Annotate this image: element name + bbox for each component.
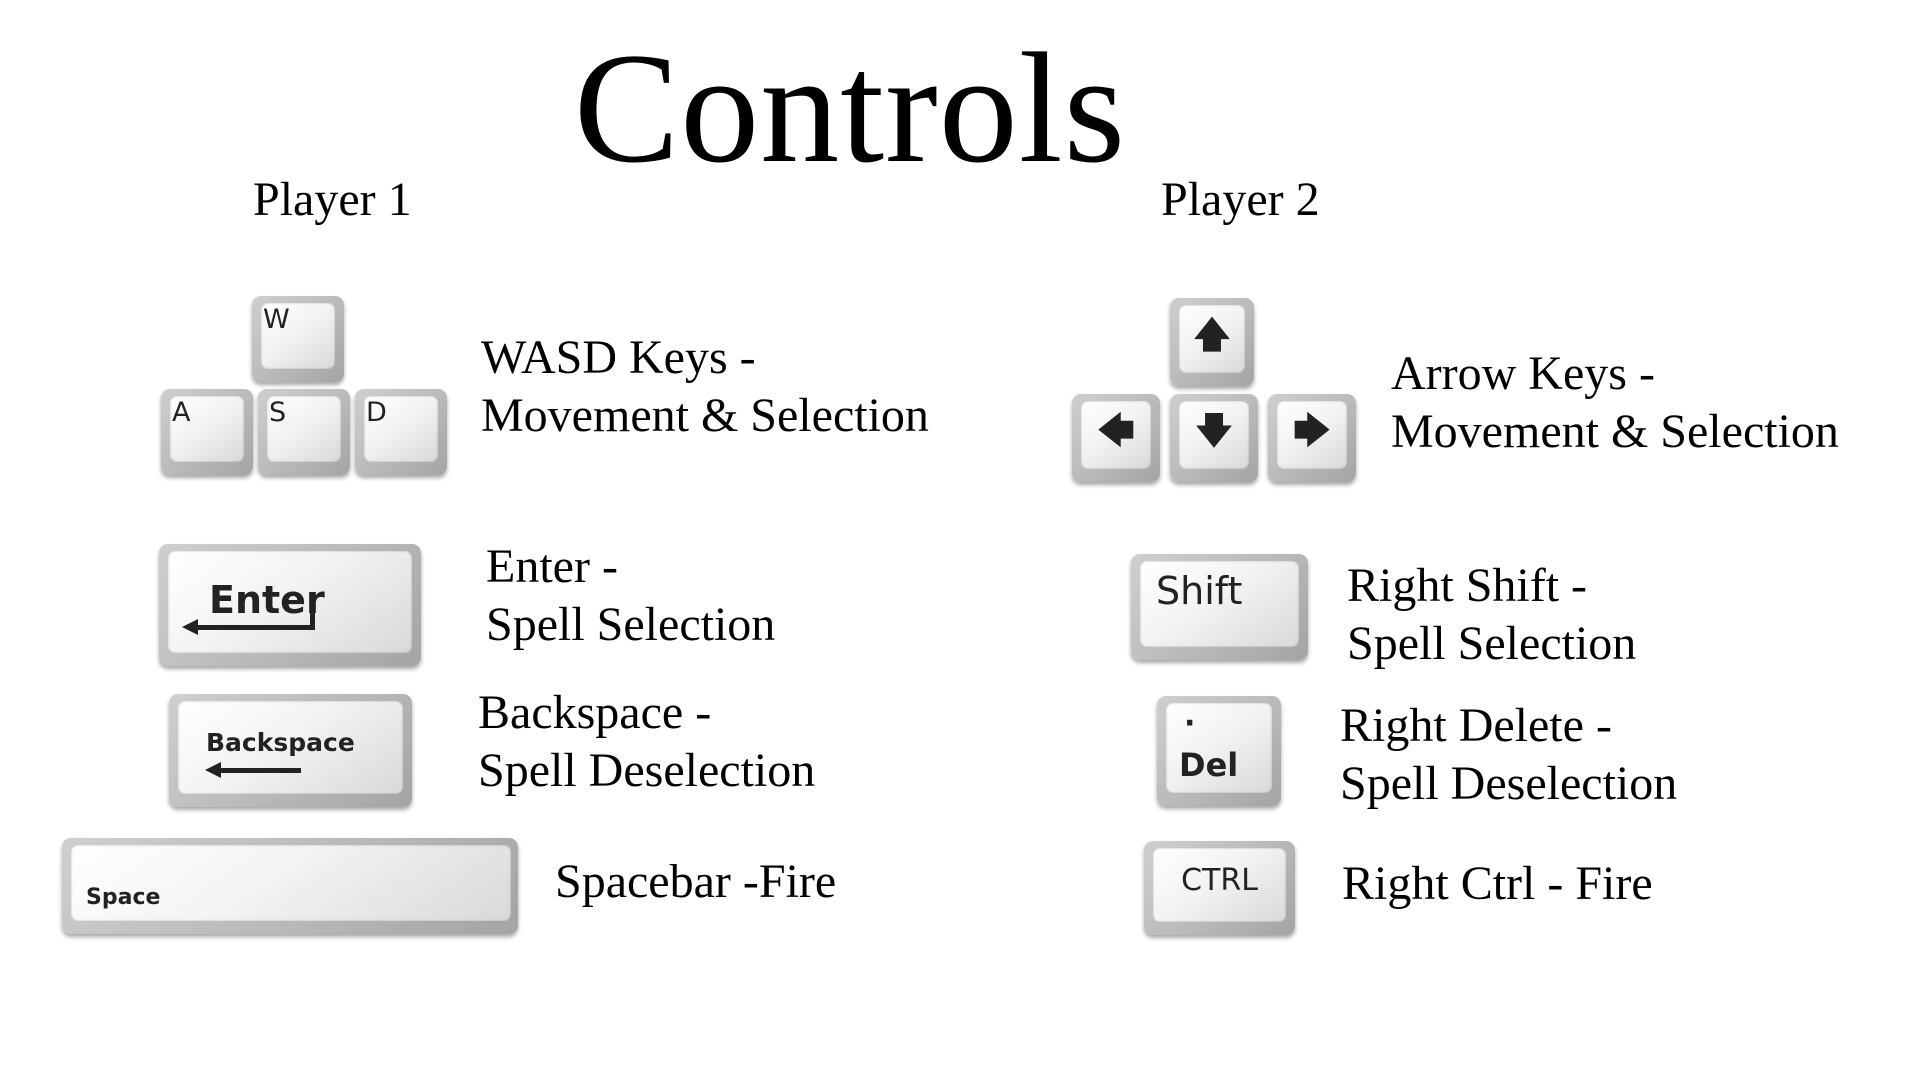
- up-arrow-key: 🡅: [1170, 298, 1254, 386]
- backspace-key: Backspace: [169, 694, 412, 807]
- ctrl-key: CTRL: [1144, 841, 1295, 935]
- w-key: W: [252, 296, 344, 382]
- arrow-left-icon: 🡄: [1097, 410, 1135, 452]
- a-key: A: [161, 389, 253, 475]
- s-key: S: [258, 389, 350, 475]
- return-arrow-icon: [182, 619, 314, 635]
- player1-select-description: Enter - Spell Selection: [486, 540, 776, 651]
- delete-key: · Del: [1157, 696, 1281, 806]
- player2-deselect-description: Right Delete - Spell Deselection: [1340, 699, 1678, 810]
- arrow-up-icon: 🡅: [1193, 314, 1231, 356]
- player2-select-description: Right Shift - Spell Selection: [1347, 559, 1637, 670]
- arrow-right-icon: 🡆: [1293, 410, 1331, 452]
- enter-key: Enter: [159, 544, 421, 666]
- right-arrow-key: 🡆: [1268, 394, 1356, 482]
- arrow-down-icon: 🡇: [1195, 410, 1233, 452]
- down-arrow-key: 🡇: [1170, 394, 1258, 482]
- shift-key: Shift: [1131, 554, 1308, 660]
- d-key: D: [355, 389, 447, 475]
- backspace-arrow-icon: [205, 762, 301, 778]
- space-key: Space: [62, 838, 518, 934]
- page-title: Controls: [573, 21, 1127, 196]
- player2-heading: Player 2: [1161, 173, 1320, 226]
- player1-deselect-description: Backspace - Spell Deselection: [478, 686, 816, 797]
- player1-movement-description: WASD Keys - Movement & Selection: [481, 331, 929, 442]
- return-arrow-stem: [310, 612, 315, 630]
- player2-movement-description: Arrow Keys - Movement & Selection: [1391, 347, 1839, 458]
- left-arrow-key: 🡄: [1072, 394, 1160, 482]
- player2-fire-description: Right Ctrl - Fire: [1342, 857, 1653, 910]
- player1-fire-description: Spacebar -Fire: [555, 855, 837, 908]
- player1-heading: Player 1: [253, 173, 412, 226]
